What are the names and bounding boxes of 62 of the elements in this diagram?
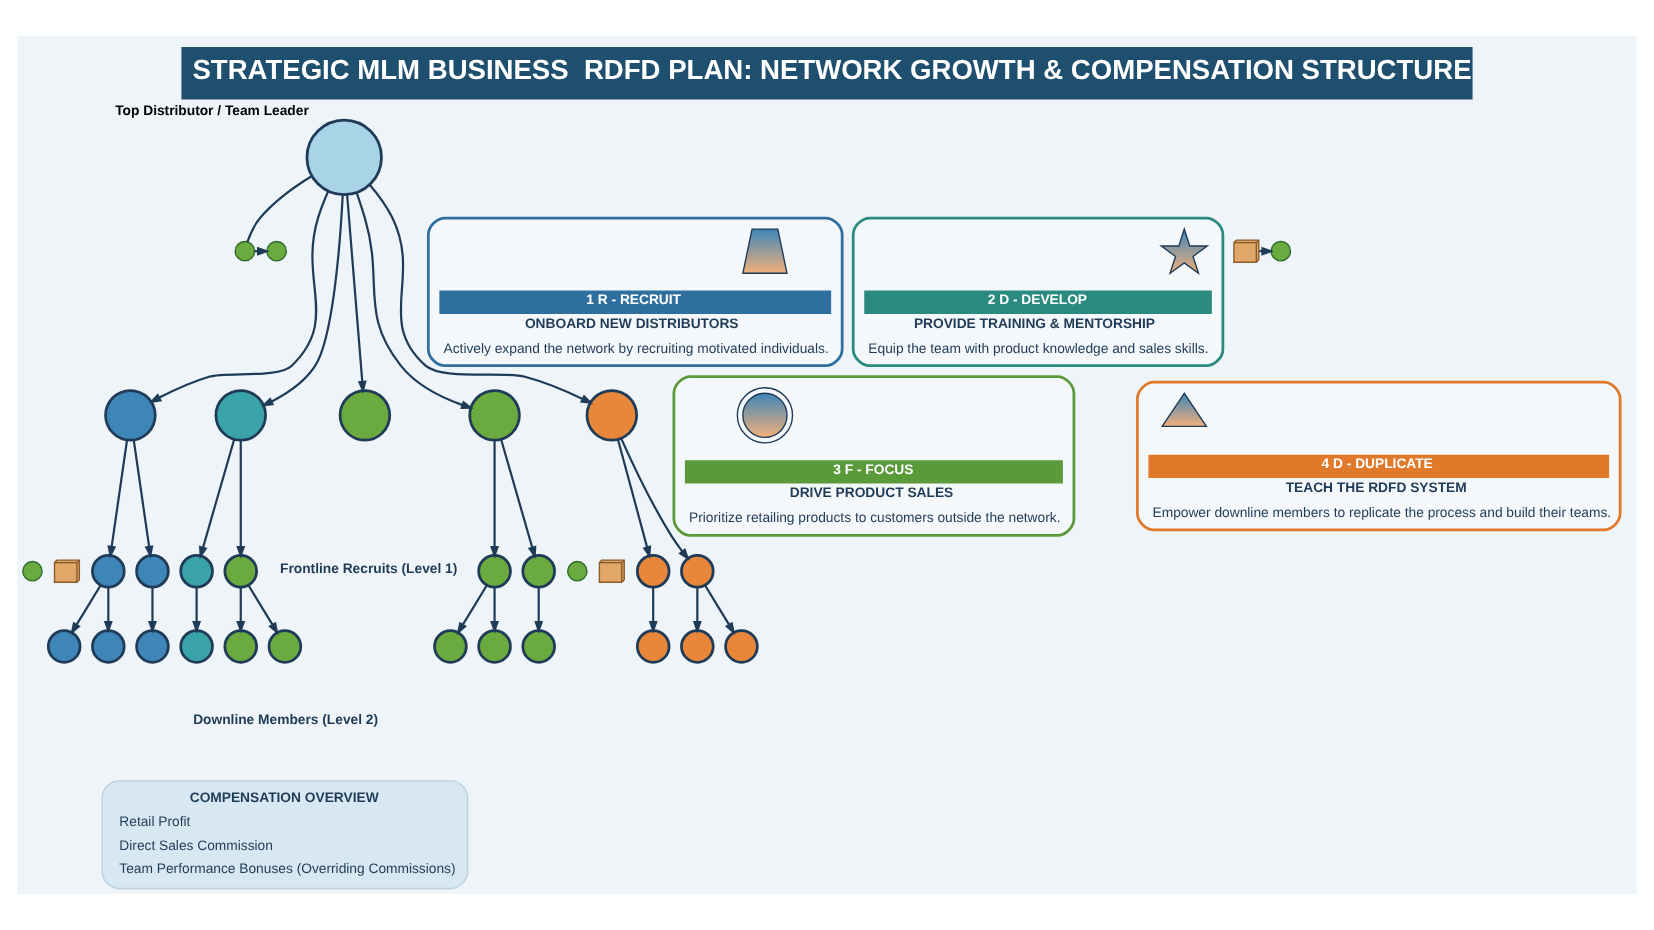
node-person [46, 629, 82, 664]
arrow [70, 584, 102, 635]
node-person [521, 629, 556, 664]
node-person [305, 118, 383, 196]
diagram-title: STRATEGIC MLM BUSINESS RDFD PLAN: NETWORK GROWTH & COMPENSATION STRUCTURE [192, 54, 1472, 85]
arrow [132, 439, 154, 559]
arrow [490, 440, 499, 559]
arrow [692, 587, 702, 634]
node-person [135, 629, 170, 664]
node-person [135, 553, 170, 589]
arrow [198, 439, 236, 560]
node-circle [22, 560, 43, 582]
arrow [107, 439, 129, 559]
node-circle [234, 240, 256, 262]
node-circle [266, 240, 287, 262]
node-person [223, 553, 258, 589]
node-person [477, 553, 512, 589]
arrow [456, 584, 488, 635]
node-person [468, 389, 521, 442]
arrow [648, 587, 658, 634]
arrow [192, 587, 202, 634]
node-person [91, 629, 126, 664]
arrow [247, 584, 279, 635]
node-person [477, 629, 512, 664]
node-picture [1159, 226, 1210, 276]
arrow [534, 587, 544, 634]
node-person [635, 629, 671, 664]
node-person [680, 629, 715, 664]
node-person [91, 553, 126, 589]
arrow [620, 437, 690, 561]
arrow [236, 440, 246, 559]
node-picture [742, 228, 788, 274]
arrow [490, 587, 499, 634]
arrow [260, 194, 344, 407]
node-person [179, 553, 214, 589]
arrow [368, 184, 594, 405]
node-person [585, 389, 638, 442]
node-person [179, 629, 214, 664]
node-circle [1270, 240, 1292, 262]
arrow [355, 192, 474, 409]
arrow [704, 584, 736, 635]
node-person [635, 553, 671, 589]
arrow [148, 587, 157, 634]
arrow [346, 194, 367, 394]
arrow [500, 439, 537, 560]
arrow [148, 191, 330, 404]
node-picture [736, 387, 794, 444]
node-person [680, 553, 715, 589]
node-person [267, 629, 303, 664]
node-person [433, 629, 468, 664]
node-person [724, 629, 759, 664]
node-person [338, 389, 392, 442]
node-person [223, 629, 258, 664]
arrow [236, 587, 246, 634]
arrow [103, 587, 113, 634]
node-circle [566, 560, 588, 582]
connector [246, 175, 313, 243]
arrow [617, 439, 652, 559]
node-person [521, 553, 556, 589]
node-picture [1160, 392, 1208, 428]
node-person [214, 389, 267, 442]
node-person [104, 389, 157, 442]
